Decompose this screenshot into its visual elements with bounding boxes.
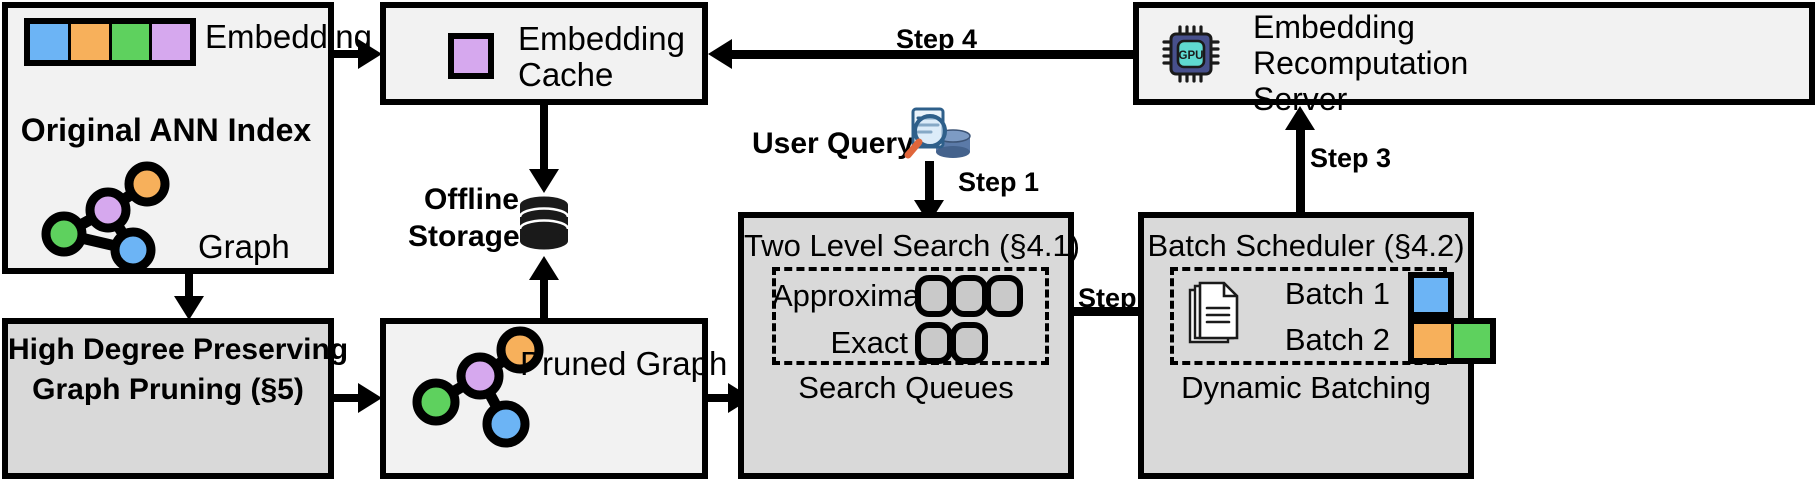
embedding-vector-chips: [24, 18, 196, 66]
two-level-search-title: Two Level Search (§4.1): [744, 228, 1081, 263]
graph-pruning-title-line2: Graph Pruning (§5): [32, 373, 304, 406]
svg-text:GPU: GPU: [1179, 50, 1204, 62]
embedding-chip-1: [70, 24, 112, 60]
search-queues-dashed-region: [772, 267, 1049, 365]
recompute-server-title-line3: Server: [1253, 81, 1348, 117]
arrow-prunedgraph-to-search-line: [708, 394, 732, 402]
embedding-cache-title-line1: Embedding: [518, 20, 685, 57]
batch-2-label: Batch 2: [1284, 322, 1390, 357]
arrow-index-to-pruning-line: [185, 274, 193, 298]
batch-1-chip-0: [1408, 272, 1454, 318]
user-query-label: User Query: [752, 127, 914, 160]
arrow-cache-to-storage-head: [529, 169, 559, 193]
embedding-chip-2: [111, 24, 153, 60]
original-ann-index-title: Original ANN Index: [20, 112, 312, 148]
embedding-cache-panel: [380, 2, 708, 105]
batch-1-label: Batch 1: [1284, 276, 1390, 311]
arrow-pruning-to-prunedgraph-line: [334, 394, 362, 402]
step-3-label: Step 3: [1310, 143, 1392, 173]
batch-scheduler-title: Batch Scheduler (§4.2): [1147, 228, 1465, 263]
approximate-queue-slot-1: [950, 275, 988, 317]
embedding-cache-title-line2: Cache: [518, 56, 614, 93]
embedding-cache-chip: [448, 33, 494, 79]
arrow-step1-line: [925, 161, 934, 203]
magnifying-glass-database-icon: [904, 107, 971, 159]
pruned-graph-illustration: [412, 326, 544, 448]
exact-queue-slot-0: [915, 322, 953, 364]
batch-2-chip-0: [1414, 324, 1454, 358]
arrow-step3-head: [1285, 106, 1315, 130]
embedding-chip-3: [152, 24, 190, 60]
arrow-index-to-pruning-head: [174, 296, 204, 320]
graph-label: Graph: [198, 228, 290, 265]
pruned-graph-label: Pruned Graph: [520, 345, 728, 382]
arrow-step4-line: [730, 50, 1134, 59]
exact-queue-slot-1: [950, 322, 988, 364]
arrow-step4-head: [708, 39, 732, 69]
offline-storage-label-line1: Offline: [424, 183, 519, 216]
arrow-prunedgraph-to-storage-head: [529, 256, 559, 280]
arrow-step3-line: [1296, 128, 1305, 212]
batch-2-chips: [1408, 318, 1496, 364]
graph-pruning-panel: [2, 318, 334, 479]
arrow-index-to-cache-head: [358, 39, 382, 69]
arrow-prunedgraph-to-storage-line: [540, 278, 548, 320]
original-graph-illustration: [41, 161, 170, 273]
embedding-label: Embedding: [205, 18, 372, 55]
approximate-queue-slot-0: [915, 275, 953, 317]
arrow-cache-to-storage-line: [540, 105, 548, 171]
embedding-chip-0: [30, 24, 71, 60]
batch-2-chip-1: [1453, 324, 1490, 358]
documents-stack-icon: [1188, 281, 1239, 344]
search-queues-footer: Search Queues: [798, 370, 1014, 405]
exact-row-label: Exact: [830, 325, 908, 360]
recompute-server-title-line2: Recomputation: [1253, 45, 1469, 81]
arrow-pruning-to-prunedgraph-head: [358, 383, 382, 413]
two-level-search-panel: [738, 212, 1074, 479]
arrow-step2-line: [1074, 307, 1148, 316]
graph-pruning-title-line1: High Degree Preserving: [8, 333, 349, 366]
gpu-chip-icon: GPU: [1162, 25, 1220, 83]
dynamic-batching-footer: Dynamic Batching: [1181, 370, 1431, 405]
database-cylinder-icon: [518, 196, 570, 250]
step-4-label: Step 4: [896, 24, 978, 54]
arrow-index-to-cache-line: [334, 50, 362, 58]
recompute-server-panel: [1133, 2, 1815, 105]
offline-storage-label-line2: Storage: [408, 220, 520, 253]
recompute-server-title-line1: Embedding: [1253, 9, 1415, 45]
step-1-label: Step 1: [958, 167, 1040, 197]
approximate-queue-slot-2: [985, 275, 1023, 317]
